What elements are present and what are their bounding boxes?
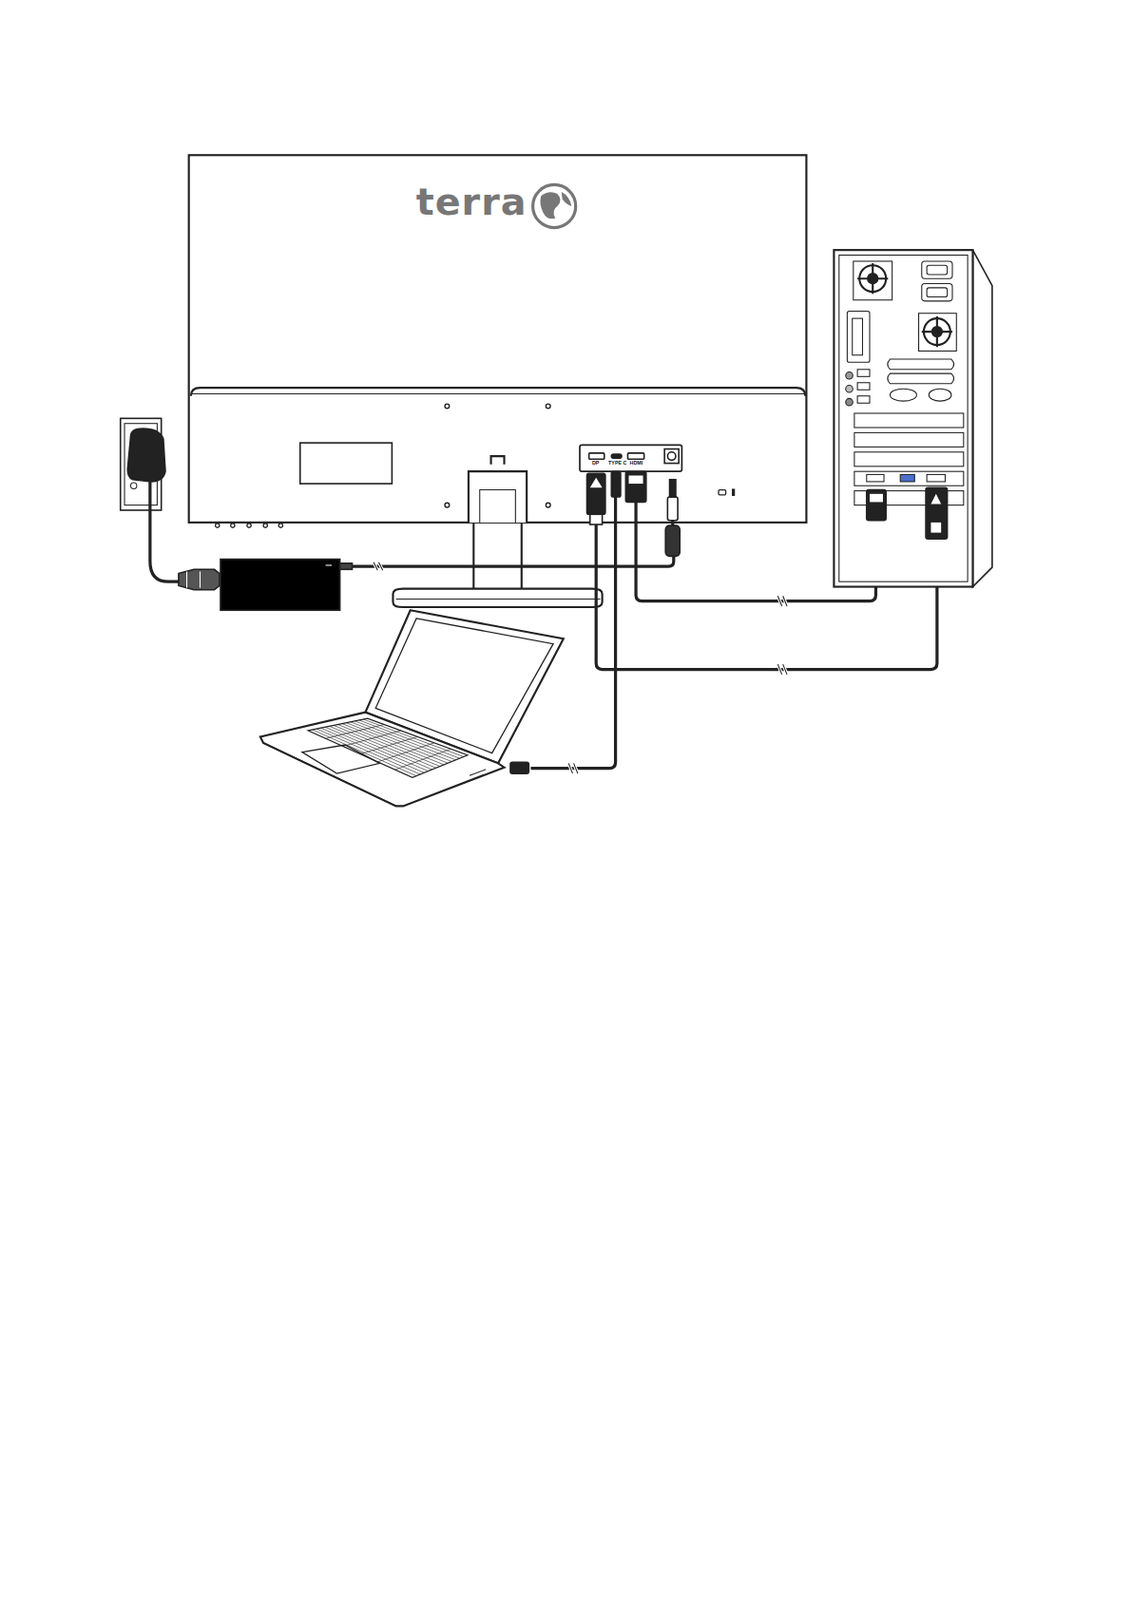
brand-logo: terra (416, 183, 528, 222)
port-label: DP (592, 460, 599, 466)
port-label: HDMI (630, 460, 644, 466)
port-label: TYPE C (608, 460, 627, 466)
